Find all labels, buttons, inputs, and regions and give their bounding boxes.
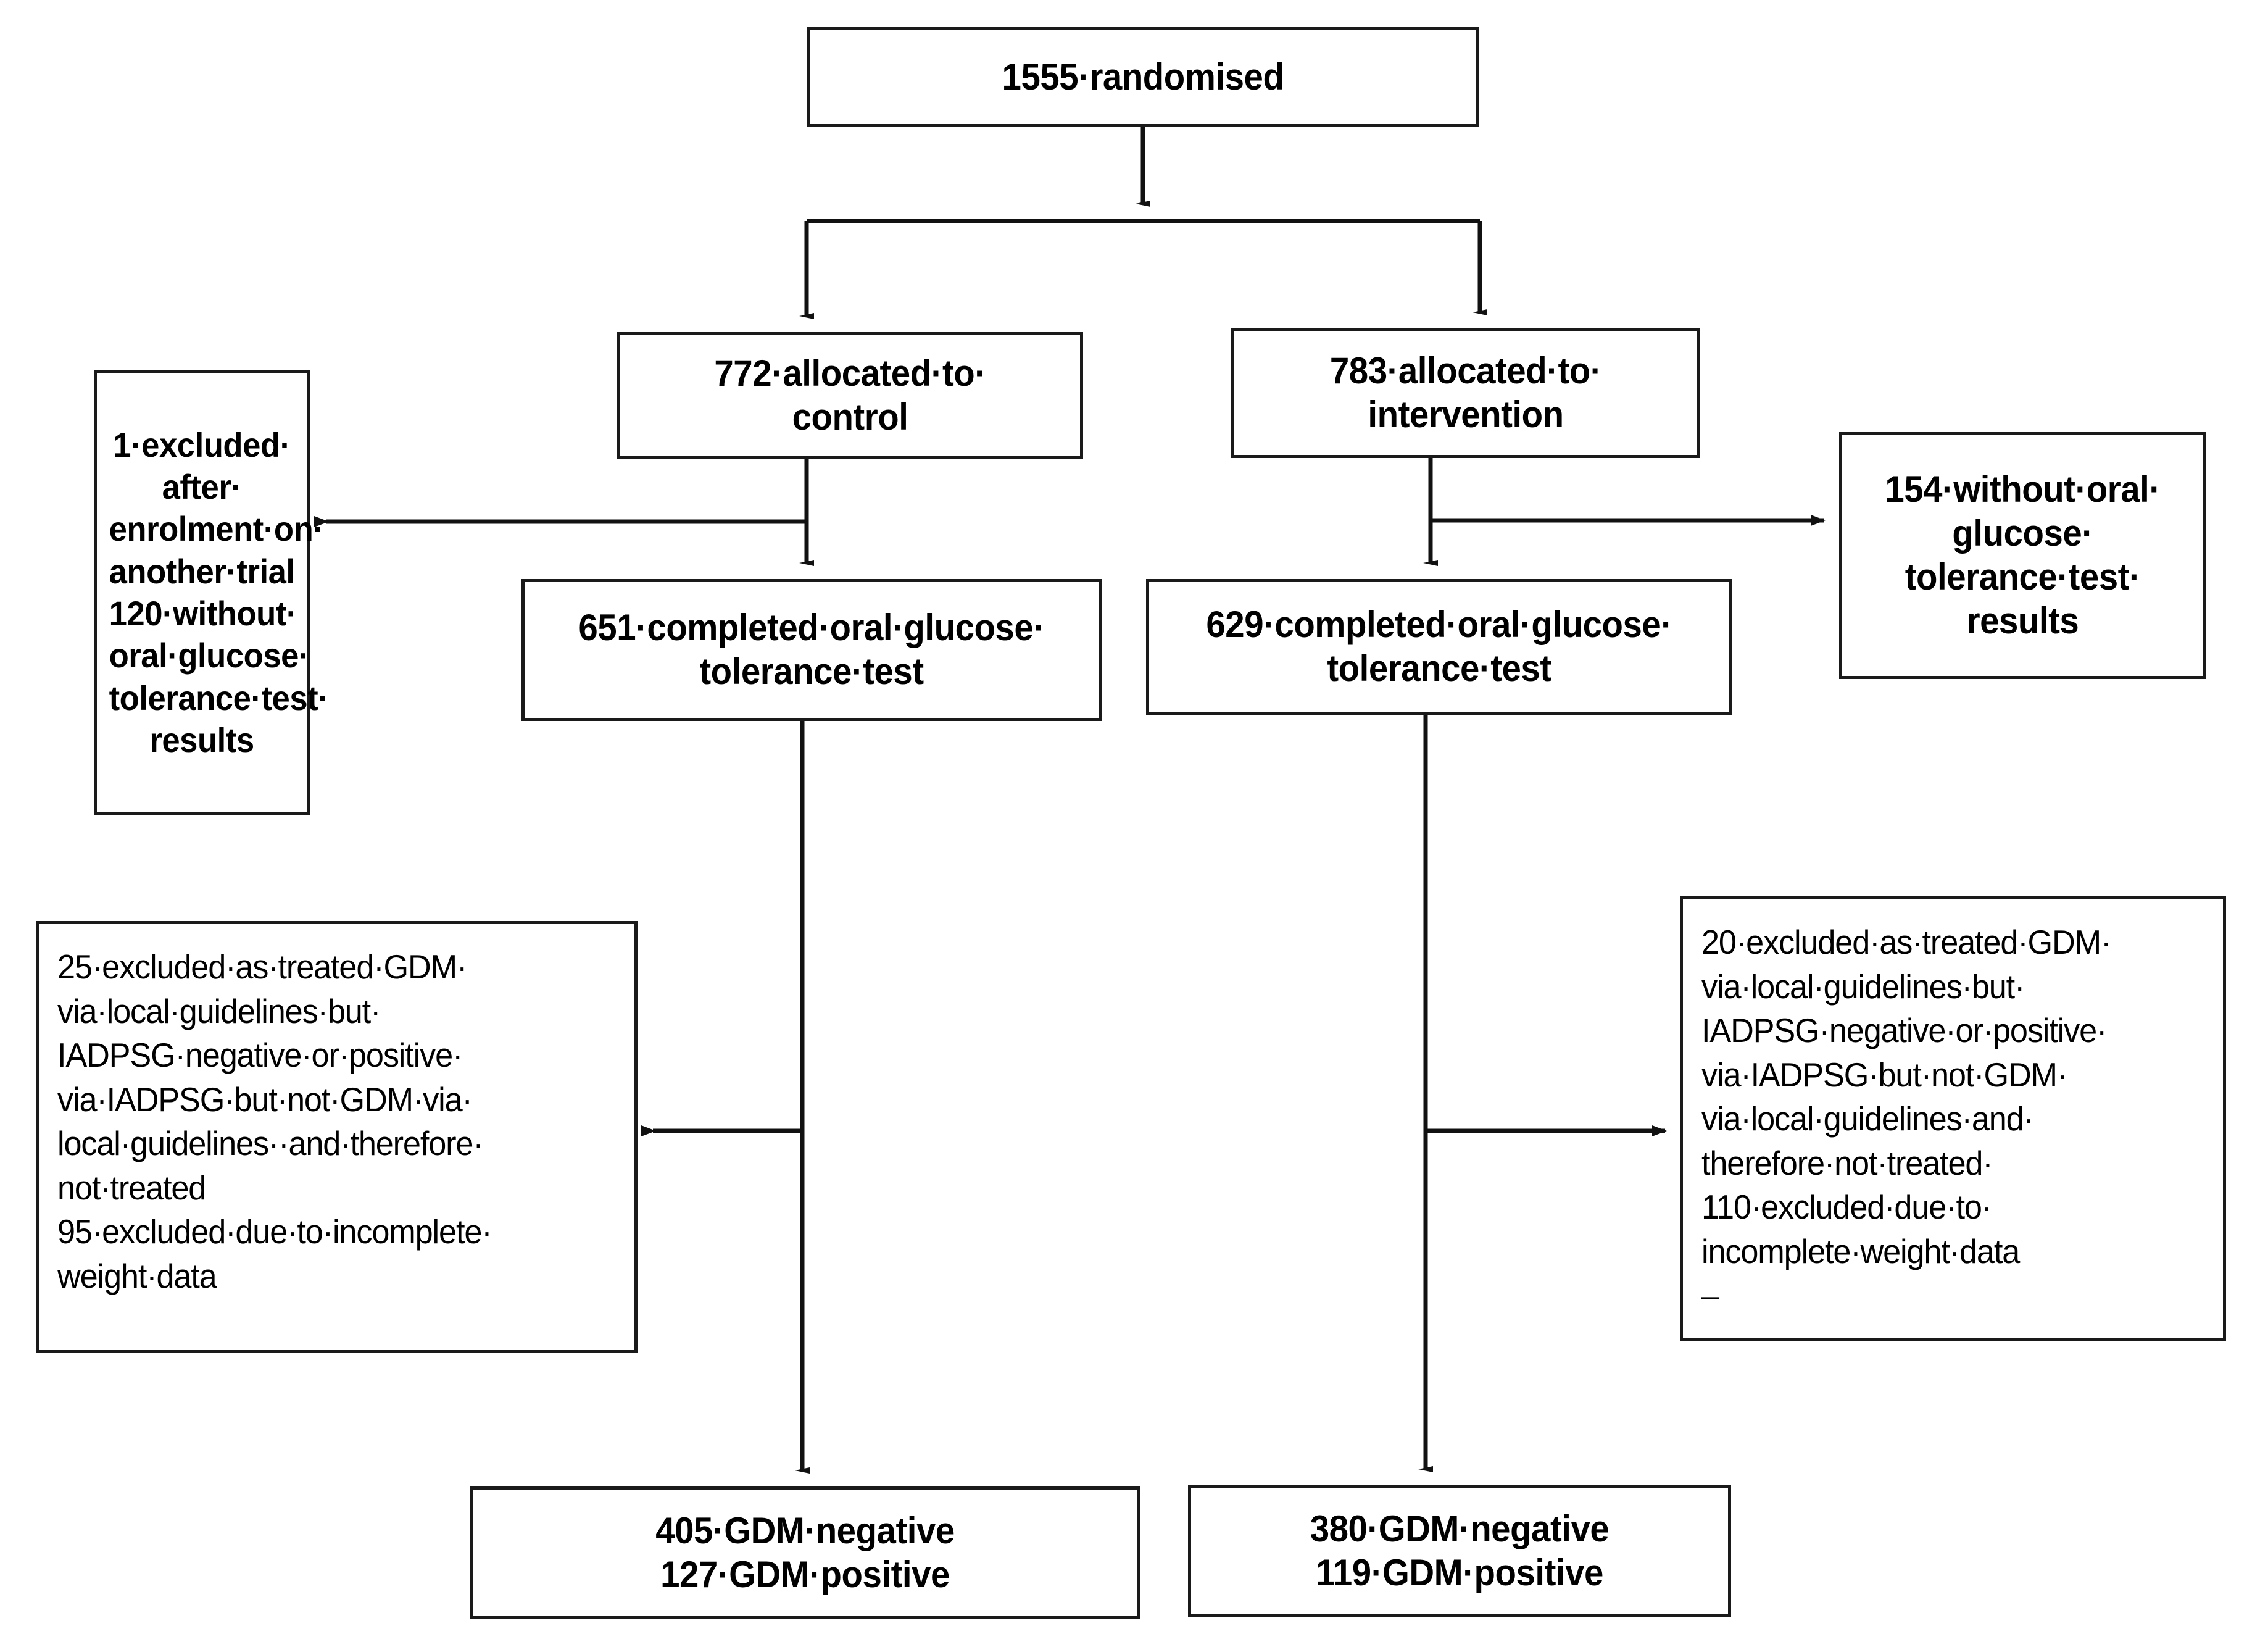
node-analysis-exclusions-control: 25·excluded·as·treated·GDM· via·local·gu… bbox=[36, 921, 638, 1353]
node-analysis-exclusions-intervention-label: 20·excluded·as·treated·GDM· via·local·gu… bbox=[1701, 923, 2111, 1314]
node-excluded-control: 1·excluded· after· enrolment·on· another… bbox=[94, 370, 329, 815]
node-result-control: 405·GDM·negative 127·GDM·positive bbox=[470, 1486, 1140, 1619]
node-result-intervention: 380·GDM·negative 119·GDM·positive bbox=[1188, 1485, 1731, 1617]
node-excluded-intervention: 154·without·oral· glucose· tolerance·tes… bbox=[1839, 432, 2206, 679]
node-analysis-exclusions-control-label: 25·excluded·as·treated·GDM· via·local·gu… bbox=[57, 948, 492, 1295]
node-completed-ogtt-control: 651·completed·oral·glucose· tolerance·te… bbox=[521, 579, 1102, 721]
node-completed-ogtt-control-label: 651·completed·oral·glucose· tolerance·te… bbox=[578, 607, 1045, 692]
node-allocated-intervention-label: 783·allocated·to· intervention bbox=[1329, 350, 1602, 435]
node-analysis-exclusions-intervention: 20·excluded·as·treated·GDM· via·local·gu… bbox=[1680, 896, 2226, 1341]
node-result-intervention-label: 380·GDM·negative 119·GDM·positive bbox=[1310, 1507, 1610, 1593]
node-allocated-control-label: 772·allocated·to· control bbox=[714, 352, 986, 438]
node-randomised-label: 1555·randomised bbox=[1002, 56, 1284, 98]
node-excluded-intervention-label: 154·without·oral· glucose· tolerance·tes… bbox=[1885, 469, 2161, 641]
node-allocated-intervention: 783·allocated·to· intervention bbox=[1231, 328, 1700, 458]
node-completed-ogtt-intervention-label: 629·completed·oral·glucose· tolerance·te… bbox=[1206, 604, 1672, 689]
node-result-control-label: 405·GDM·negative 127·GDM·positive bbox=[655, 1509, 955, 1595]
node-excluded-control-label: 1·excluded· after· enrolment·on· another… bbox=[109, 425, 329, 759]
node-allocated-control: 772·allocated·to· control bbox=[617, 332, 1083, 459]
node-randomised: 1555·randomised bbox=[807, 27, 1479, 127]
node-completed-ogtt-intervention: 629·completed·oral·glucose· tolerance·te… bbox=[1146, 579, 1732, 715]
